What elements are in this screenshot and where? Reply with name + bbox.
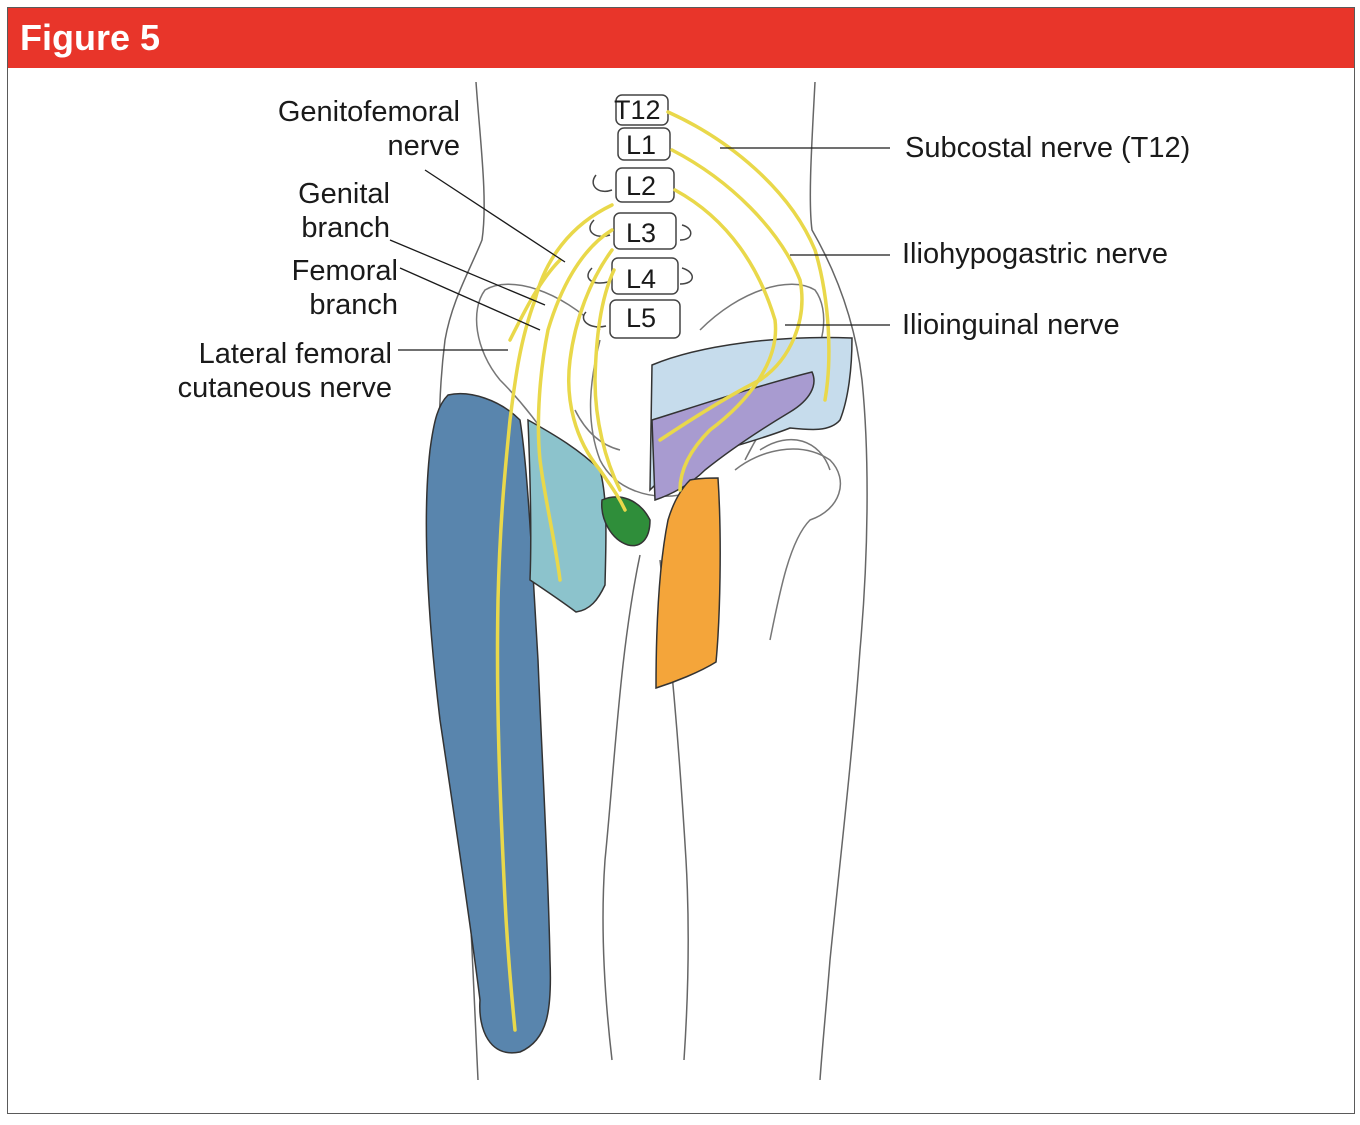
obturator-region bbox=[655, 477, 721, 690]
leader-lines bbox=[389, 147, 890, 351]
figure-header: Figure 5 bbox=[8, 8, 1354, 68]
cutaneous-regions bbox=[425, 336, 853, 1054]
vertebra-label-l1: L1 bbox=[626, 130, 656, 160]
lateral-femoral-label-line1: Lateral femoral bbox=[199, 338, 392, 370]
vertebra-label-l3: L3 bbox=[626, 218, 656, 248]
lateral-femoral-region bbox=[425, 393, 552, 1054]
subcostal-label: Subcostal nerve (T12) bbox=[905, 132, 1190, 164]
genital-branch-label-line1: Genital bbox=[298, 178, 390, 210]
genitofemoral-label-line1: Genitofemoral bbox=[278, 96, 460, 128]
ilioinguinal-label: Ilioinguinal nerve bbox=[902, 309, 1120, 341]
vertebral-column bbox=[582, 94, 693, 339]
iliohypogastric-label: Iliohypogastric nerve bbox=[902, 238, 1168, 270]
genitofemoral-label-line2: nerve bbox=[387, 130, 460, 162]
vertebra-label-l2: L2 bbox=[626, 171, 656, 201]
figure-title: Figure 5 bbox=[20, 17, 161, 58]
lateral-femoral-label-line2: cutaneous nerve bbox=[178, 372, 392, 404]
nerve-paths bbox=[495, 110, 831, 1032]
femoral-branch-label-line2: branch bbox=[309, 289, 398, 321]
vertebra-label-l5: L5 bbox=[626, 303, 656, 333]
genital-branch-label-line2: branch bbox=[301, 212, 390, 244]
vertebra-label-l4: L4 bbox=[626, 264, 656, 294]
femoral-branch-label-line1: Femoral bbox=[292, 255, 398, 287]
genital-region bbox=[601, 496, 651, 547]
vertebra-label-t12: T12 bbox=[614, 95, 661, 125]
text-labels: Genitofemoral nerve Genital branch Femor… bbox=[178, 96, 1191, 404]
vertebra-labels: T12 L1 L2 L3 L4 L5 bbox=[614, 95, 661, 333]
